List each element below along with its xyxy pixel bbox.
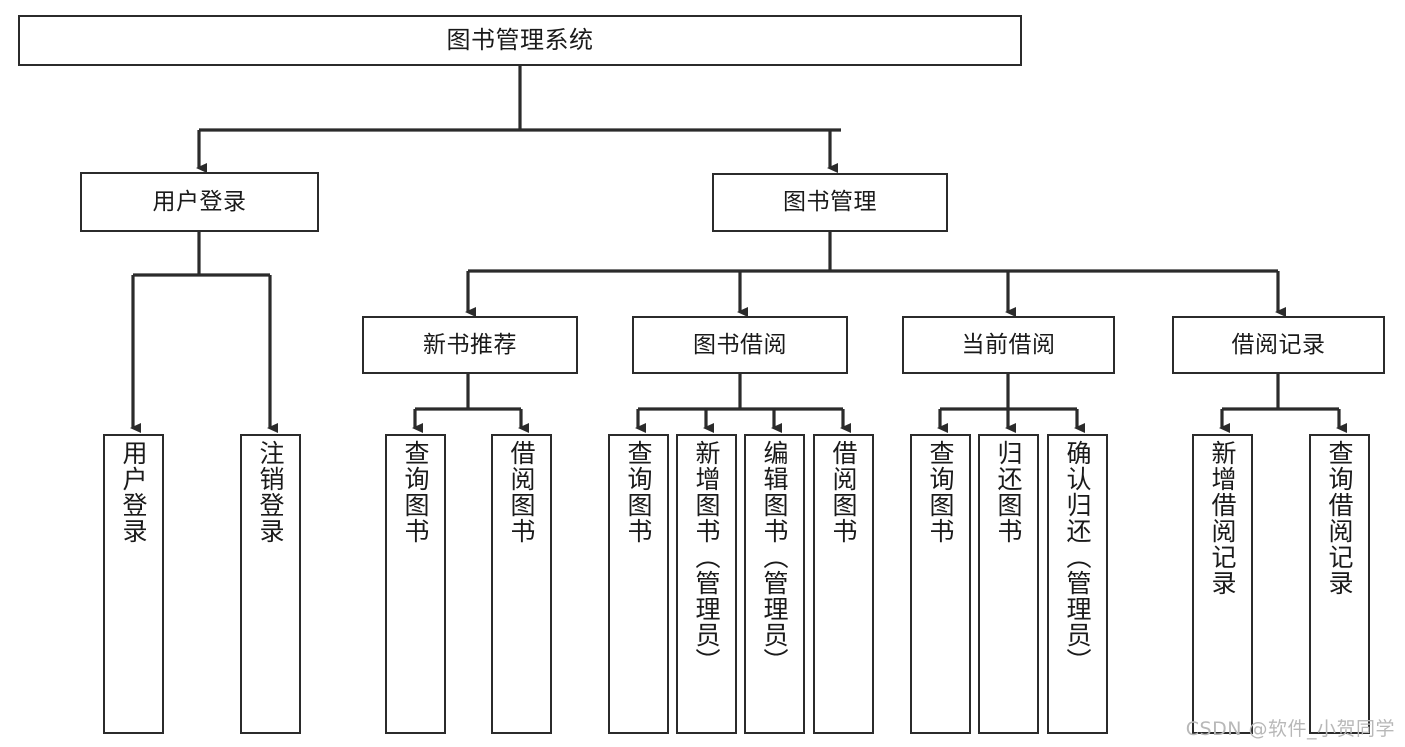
- node-book-borrow-label: 图书借阅: [693, 331, 787, 358]
- node-leaf-query-borrow-record[interactable]: 查询借阅记录: [1309, 434, 1370, 734]
- node-leaf-borrow-book-1-label: 借阅图书: [507, 440, 536, 544]
- node-leaf-query-borrow-record-label: 查询借阅记录: [1325, 440, 1354, 596]
- node-leaf-borrow-book-1[interactable]: 借阅图书: [491, 434, 552, 734]
- node-leaf-add-borrow-record-label: 新增借阅记录: [1208, 440, 1237, 596]
- node-leaf-edit-book-admin-label: 编辑图书（管理员）: [760, 440, 789, 674]
- node-new-book-rec-label: 新书推荐: [423, 331, 517, 358]
- node-book-manage-label: 图书管理: [783, 189, 877, 216]
- node-leaf-return-book[interactable]: 归还图书: [978, 434, 1039, 734]
- node-user-login[interactable]: 用户登录: [80, 172, 319, 232]
- node-leaf-query-book-3-label: 查询图书: [926, 440, 955, 544]
- node-current-borrow-label: 当前借阅: [961, 331, 1056, 358]
- node-leaf-return-book-label: 归还图书: [994, 440, 1023, 544]
- node-leaf-logout[interactable]: 注销登录: [240, 434, 301, 734]
- node-leaf-borrow-book-2[interactable]: 借阅图书: [813, 434, 874, 734]
- node-borrow-record-label: 借阅记录: [1231, 331, 1326, 358]
- node-new-book-rec[interactable]: 新书推荐: [362, 316, 578, 374]
- node-leaf-add-borrow-record[interactable]: 新增借阅记录: [1192, 434, 1253, 734]
- node-user-login-label: 用户登录: [152, 188, 247, 215]
- node-book-borrow[interactable]: 图书借阅: [632, 316, 848, 374]
- node-leaf-add-book-admin-label: 新增图书（管理员）: [692, 440, 721, 674]
- node-leaf-confirm-return-admin[interactable]: 确认归还（管理员）: [1047, 434, 1108, 734]
- node-leaf-confirm-return-admin-label: 确认归还（管理员）: [1063, 440, 1092, 674]
- watermark-text: CSDN @软件_小贺同学: [1185, 718, 1395, 740]
- node-current-borrow[interactable]: 当前借阅: [902, 316, 1115, 374]
- node-leaf-edit-book-admin[interactable]: 编辑图书（管理员）: [744, 434, 805, 734]
- node-leaf-query-book-2[interactable]: 查询图书: [608, 434, 669, 734]
- node-leaf-logout-label: 注销登录: [256, 440, 285, 544]
- node-book-manage[interactable]: 图书管理: [712, 173, 948, 232]
- node-leaf-borrow-book-2-label: 借阅图书: [829, 440, 858, 544]
- node-leaf-query-book-1-label: 查询图书: [401, 440, 430, 544]
- node-leaf-query-book-3[interactable]: 查询图书: [910, 434, 971, 734]
- node-leaf-user-login-label: 用户登录: [119, 440, 148, 544]
- node-root-label: 图书管理系统: [446, 25, 594, 54]
- node-leaf-add-book-admin[interactable]: 新增图书（管理员）: [676, 434, 737, 734]
- node-leaf-query-book-2-label: 查询图书: [624, 440, 653, 544]
- node-leaf-user-login[interactable]: 用户登录: [103, 434, 164, 734]
- node-leaf-query-book-1[interactable]: 查询图书: [385, 434, 446, 734]
- node-root[interactable]: 图书管理系统: [18, 15, 1022, 66]
- node-borrow-record[interactable]: 借阅记录: [1172, 316, 1385, 374]
